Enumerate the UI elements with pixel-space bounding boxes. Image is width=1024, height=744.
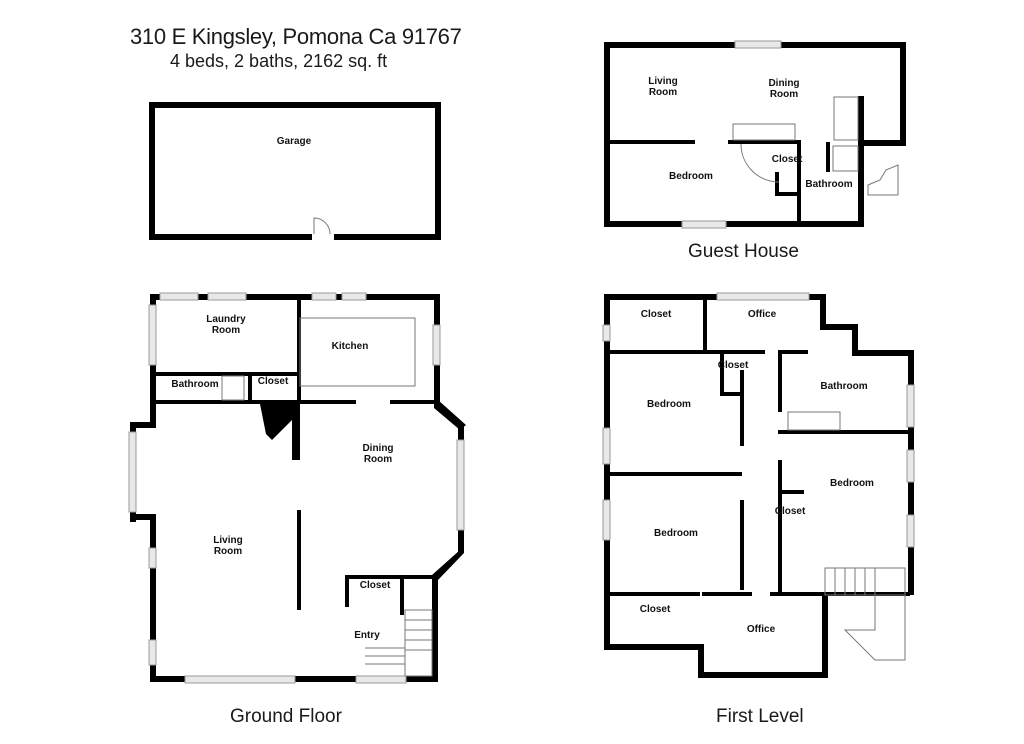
room-label-closet: Closet [258,376,289,387]
ground-floor-title: Ground Floor [230,706,342,727]
room-label-closet: Closet [641,309,672,320]
stairs-icon [843,594,906,661]
room-label-office: Office [748,309,777,320]
room-label-dining-2: Room [770,89,798,100]
stairs-icon [824,567,906,596]
room-label-living-2: Room [649,87,677,98]
guest-house-title: Guest House [688,241,799,262]
room-label-living-2: Room [214,546,242,557]
door-icon [313,217,331,235]
room-label-laundry: Laundry [206,314,246,325]
room-label-closet-2: Closet [360,580,391,591]
property-address: 310 E Kingsley, Pomona Ca 91767 [130,24,462,49]
room-label-closet: Closet [772,154,803,165]
stairs-icon [867,164,899,196]
room-label-bathroom: Bathroom [805,179,852,190]
first-level-plan: Closet Office Closet Bathroom Bedroom Be… [602,292,915,678]
first-level-title: First Level [716,706,804,727]
room-label-office-2: Office [747,624,776,635]
room-label-bathroom: Bathroom [171,379,218,390]
property-summary: 4 beds, 2 baths, 2162 sq. ft [170,51,388,71]
room-label-closet-3: Closet [775,506,806,517]
garage-plan: Garage [149,102,441,241]
guest-house-plan: Living Room Dining Room Closet Bedroom B… [604,40,906,229]
room-label-living: Living [648,76,677,87]
room-label-closet-4: Closet [640,604,671,615]
room-label-dining-2: Room [364,454,392,465]
room-label-bedroom: Bedroom [647,399,691,410]
room-label-bedroom-2: Bedroom [830,478,874,489]
stairs-icon [365,609,433,677]
room-label-kitchen: Kitchen [332,341,369,352]
room-label-garage: Garage [277,136,312,147]
listing-header: 310 E Kingsley, Pomona Ca 91767 4 beds, … [130,24,462,72]
room-label-bedroom-3: Bedroom [654,528,698,539]
room-label-laundry-2: Room [212,325,240,336]
door-icon [740,143,780,183]
ground-floor-plan: Laundry Room Kitchen Bathroom Closet Din… [128,292,466,684]
room-label-bedroom: Bedroom [669,171,713,182]
room-label-dining: Dining [768,78,799,89]
room-label-living: Living [213,535,242,546]
room-label-bathroom: Bathroom [820,381,867,392]
room-label-entry: Entry [354,630,380,641]
room-label-closet-2: Closet [718,360,749,371]
room-label-dining: Dining [362,443,393,454]
